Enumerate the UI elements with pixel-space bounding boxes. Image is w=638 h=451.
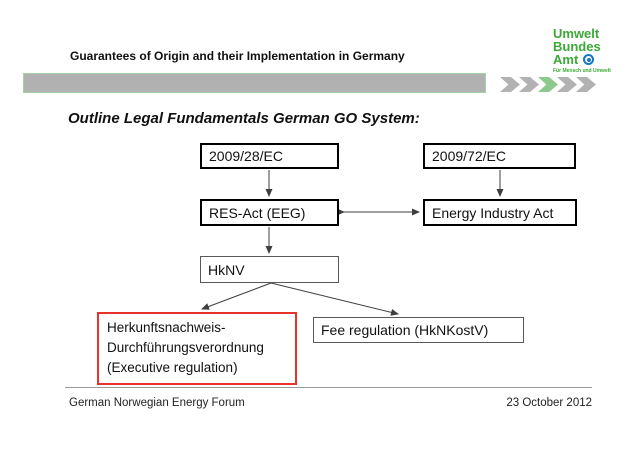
chevron-icon: [557, 77, 577, 92]
node-directive-2009-72-ec: 2009/72/EC: [423, 143, 576, 169]
header-title: Guarantees of Origin and their Implement…: [70, 49, 405, 63]
footer-event-name: German Norwegian Energy Forum: [69, 397, 245, 409]
node-energy-industry-act: Energy Industry Act: [423, 199, 577, 226]
chevron-icon: [519, 77, 539, 92]
logo-tagline: Für Mensch und Umwelt: [553, 68, 611, 74]
footer-divider: [65, 387, 592, 388]
chevron-icon: [500, 77, 520, 92]
slide-title: Outline Legal Fundamentals German GO Sys…: [68, 110, 420, 127]
node-hknv: HkNV: [200, 256, 339, 283]
logo-line-amt: Amt: [553, 52, 579, 67]
arrow-hknv-to-fee-regulation: [270, 282, 399, 316]
node-res-act-eeg: RES-Act (EEG): [200, 199, 339, 226]
uba-logo: Umwelt Bundes Amt Für Mensch und Umwelt: [553, 27, 633, 74]
arrow-hknv-to-executive-regulation: [201, 282, 272, 310]
uba-emblem-icon: [583, 54, 595, 65]
header-divider-bar: [23, 73, 486, 93]
chevron-icon-active: [538, 77, 558, 92]
node-fee-regulation: Fee regulation (HkNKostV): [313, 317, 524, 343]
node-directive-2009-28-ec: 2009/28/EC: [200, 143, 339, 169]
executive-regulation-line-2: Durchführungsverordnung: [107, 340, 264, 355]
footer-date: 23 October 2012: [506, 397, 592, 409]
node-executive-regulation-highlighted: Herkunftsnachweis- Durchführungsverordnu…: [97, 312, 297, 385]
progress-chevrons: [500, 77, 596, 92]
executive-regulation-line-3: (Executive regulation): [107, 360, 238, 375]
chevron-icon: [576, 77, 596, 92]
executive-regulation-line-1: Herkunftsnachweis-: [107, 320, 226, 335]
logo-line-umwelt: Umwelt: [553, 26, 600, 41]
logo-line-bundes: Bundes: [553, 39, 601, 54]
